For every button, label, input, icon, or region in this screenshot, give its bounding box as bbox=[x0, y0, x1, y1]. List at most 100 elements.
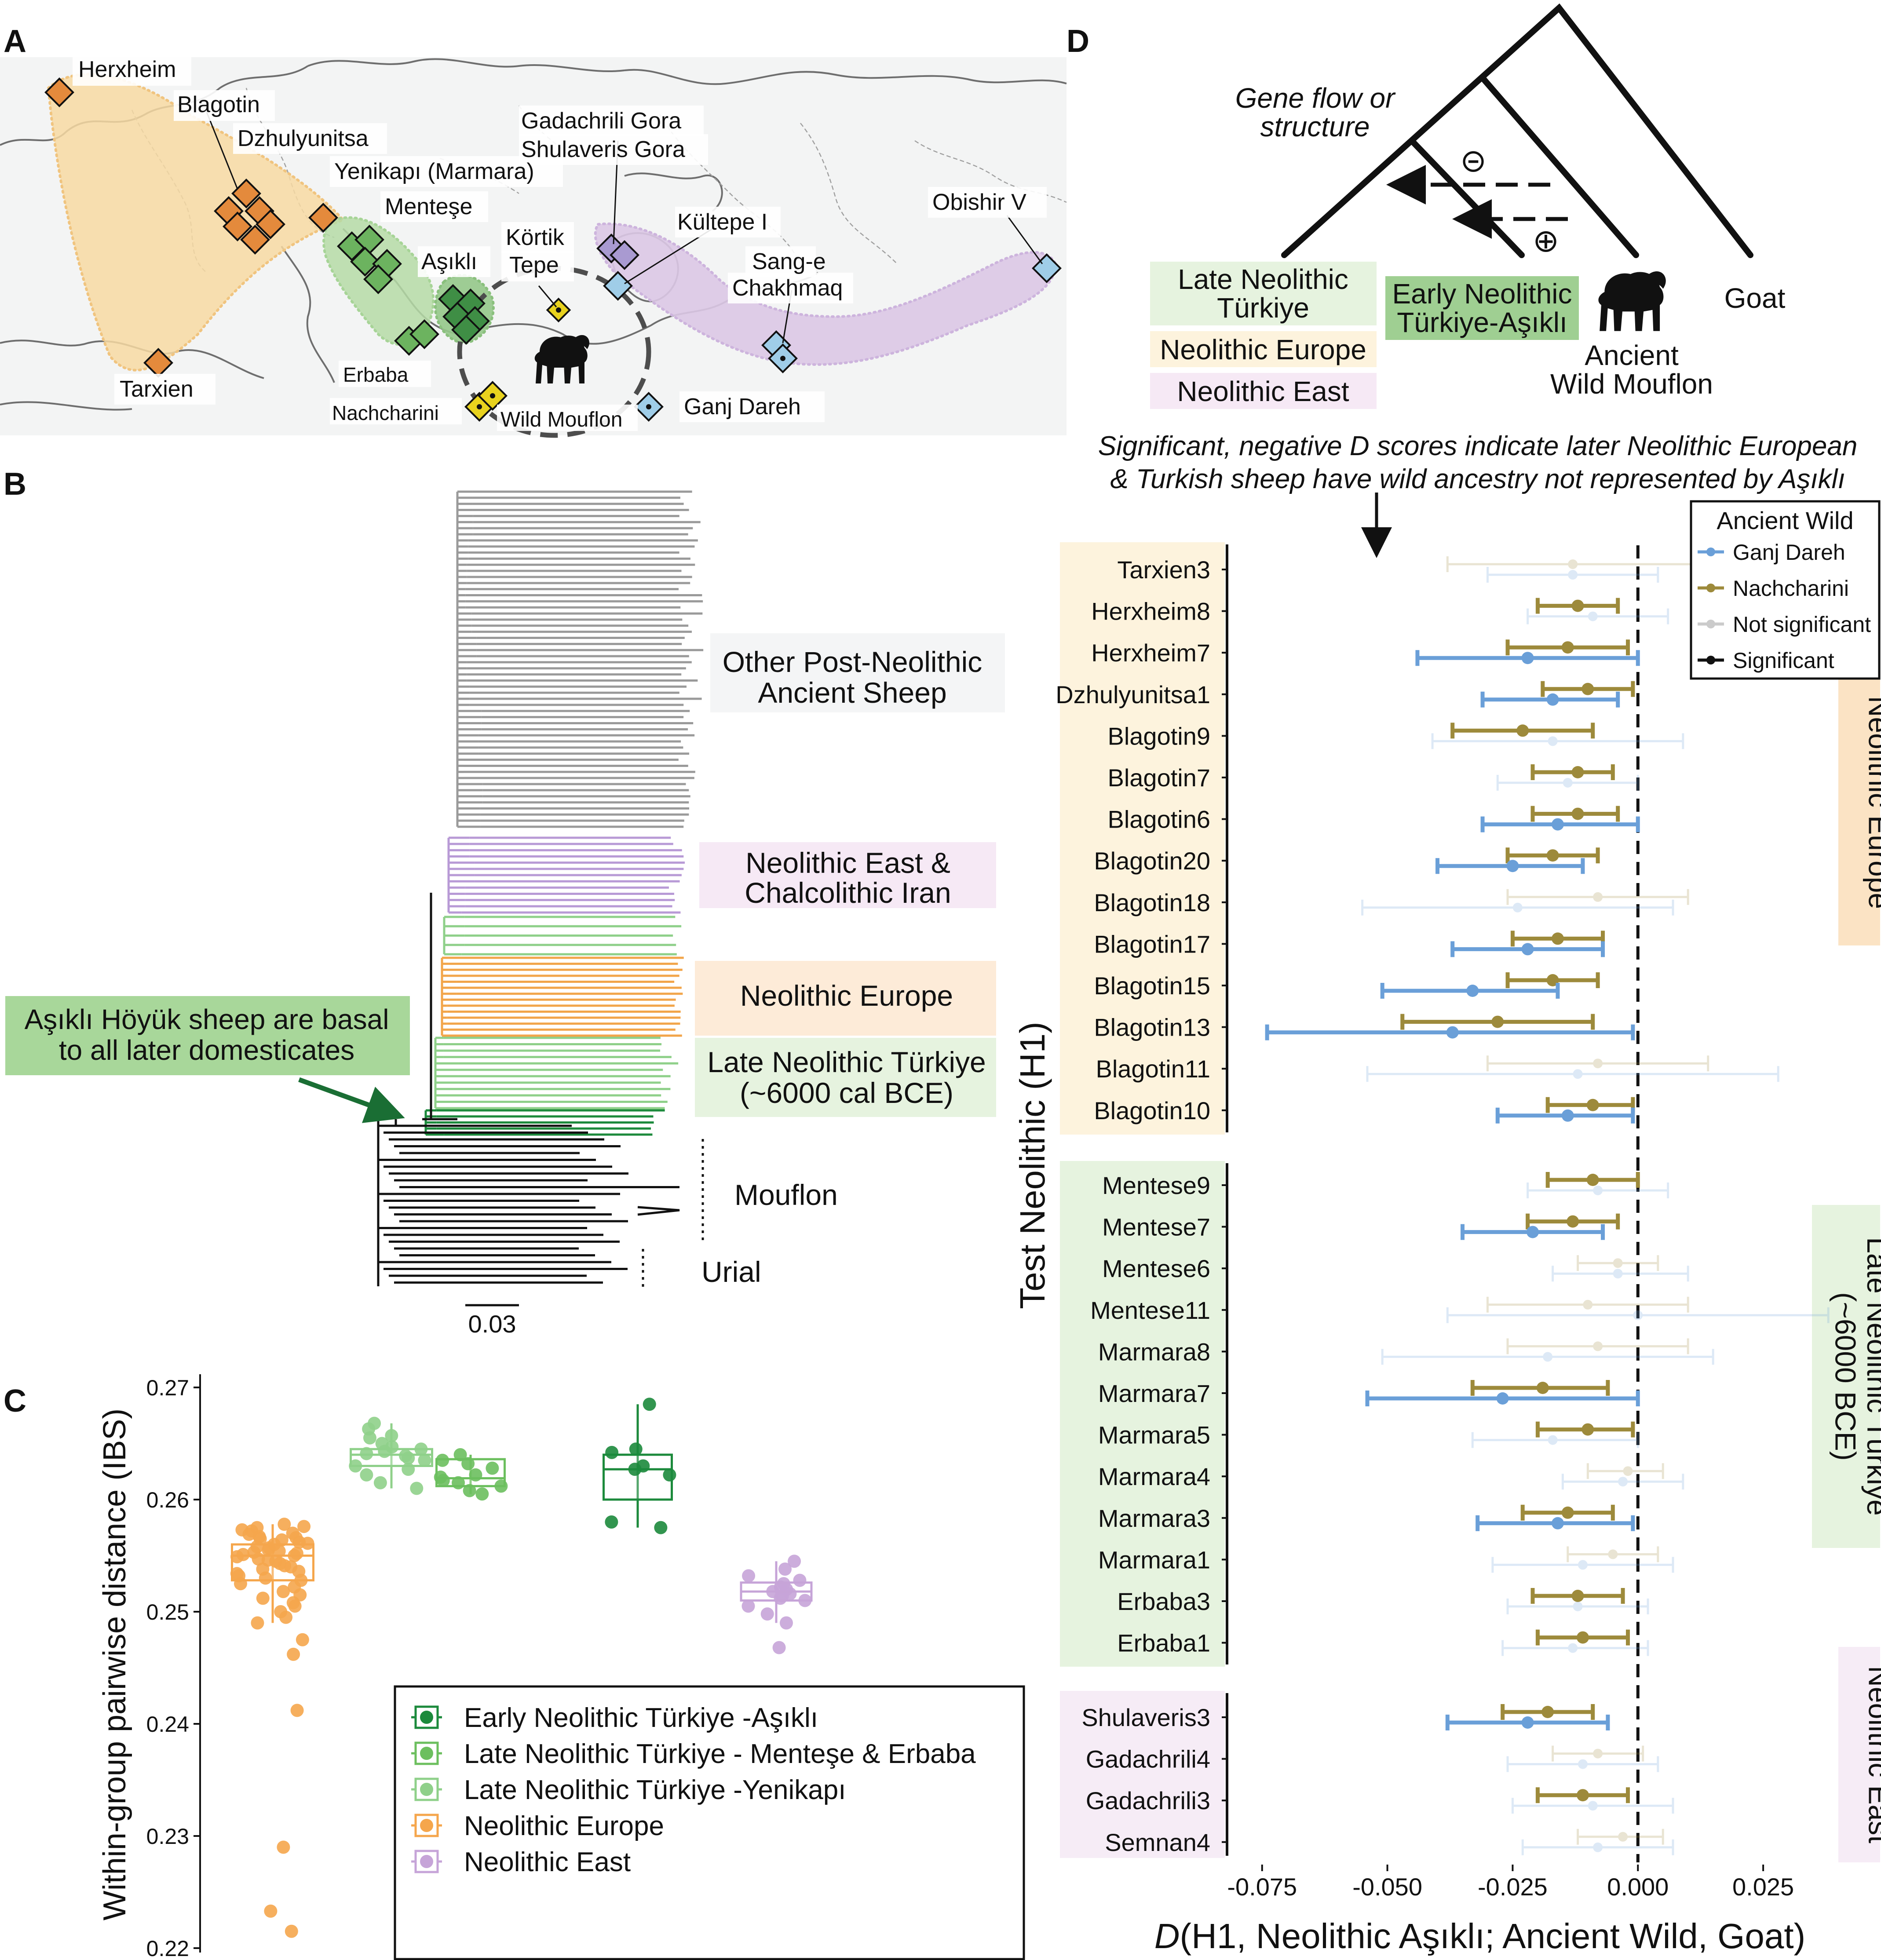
d-estimate bbox=[1501, 1704, 1595, 1720]
clade-label: Urial bbox=[701, 1256, 761, 1288]
d-estimate bbox=[1545, 1097, 1635, 1113]
tree-branches bbox=[377, 490, 704, 1286]
box-point bbox=[360, 1447, 373, 1460]
d-point bbox=[1568, 1643, 1578, 1653]
d-point bbox=[1527, 1226, 1539, 1238]
callout-arrow bbox=[298, 1077, 405, 1123]
c-legend-swatch bbox=[420, 1819, 433, 1832]
box-point bbox=[297, 1520, 311, 1533]
d-point bbox=[1546, 849, 1559, 862]
site-marker bbox=[223, 212, 252, 241]
d-point bbox=[1588, 1801, 1598, 1811]
d-point bbox=[1593, 1748, 1603, 1759]
box-point bbox=[629, 1442, 643, 1456]
box-point bbox=[290, 1704, 304, 1717]
tree-clade-labels: Other Post-Neolithic Ancient Sheep Neoli… bbox=[701, 646, 986, 1288]
d-legend-label: Not significant bbox=[1733, 612, 1871, 637]
d-point bbox=[1573, 1069, 1583, 1079]
d-note: Significant, negative D scores indicate … bbox=[1098, 431, 1858, 461]
d-point bbox=[1613, 1258, 1623, 1268]
site-marker bbox=[256, 209, 285, 239]
d-y-axis-label: Test Neolithic (H1) bbox=[1013, 1022, 1052, 1309]
box-point bbox=[234, 1577, 247, 1591]
map-label: Nachcharini bbox=[332, 401, 439, 424]
d-point bbox=[1551, 932, 1564, 945]
map-label: Chakhmaq bbox=[732, 275, 843, 301]
group-label: Neolithic East bbox=[1863, 1666, 1881, 1843]
d-point bbox=[1586, 1099, 1599, 1111]
d-point bbox=[1593, 1186, 1603, 1195]
map-label: Aşıklı bbox=[421, 249, 477, 274]
site-marker bbox=[610, 240, 639, 270]
d-point bbox=[1623, 1466, 1633, 1476]
box-point bbox=[663, 1468, 676, 1482]
d-point bbox=[1506, 860, 1519, 872]
box-point bbox=[436, 1474, 450, 1487]
d-row-label: Erbaba1 bbox=[1117, 1629, 1210, 1657]
box-point bbox=[278, 1518, 291, 1531]
box-point bbox=[259, 1571, 272, 1585]
d-estimate bbox=[1521, 1839, 1674, 1855]
schematic-label: Goat bbox=[1724, 282, 1786, 314]
d-estimate bbox=[1510, 931, 1605, 947]
d-estimate bbox=[1541, 681, 1635, 697]
panel-c-boxplot: 0.270.260.250.240.230.22 Within-group pa… bbox=[97, 1374, 1025, 1960]
d-row-label: Blagotin11 bbox=[1096, 1055, 1210, 1083]
d-point bbox=[1576, 1631, 1589, 1644]
d-row-label: Blagotin13 bbox=[1094, 1014, 1210, 1041]
map-label: Blagotin bbox=[177, 92, 260, 117]
d-row-label: Herxheim8 bbox=[1091, 598, 1210, 625]
clade-label: Chalcolithic Iran bbox=[745, 876, 951, 909]
panel-d-schematic: ⊝ ⊕ Gene flow or structure Late Neolithi… bbox=[1098, 3, 1858, 558]
markers-late-turkiye bbox=[337, 225, 439, 356]
d-row-label: Mentese7 bbox=[1102, 1213, 1210, 1241]
d-estimate bbox=[1431, 733, 1684, 749]
box-point bbox=[463, 1484, 476, 1497]
box-point bbox=[605, 1445, 619, 1459]
group-label: Neolithic Europe bbox=[1863, 696, 1881, 909]
c-y-tick-label: 0.23 bbox=[146, 1824, 189, 1849]
species-tree bbox=[1281, 3, 1753, 258]
d-estimate bbox=[1552, 1266, 1689, 1282]
c-y-tick-label: 0.24 bbox=[146, 1712, 189, 1737]
site-marker bbox=[44, 77, 74, 107]
box-early-turkiye bbox=[1385, 276, 1579, 340]
d-point bbox=[1576, 1789, 1589, 1802]
d-estimate bbox=[1535, 598, 1620, 614]
box-point bbox=[778, 1562, 792, 1576]
d-point bbox=[1536, 1382, 1549, 1394]
d-point bbox=[1561, 641, 1574, 654]
box-point bbox=[779, 1616, 793, 1630]
clade-label: Other Post-Neolithic bbox=[723, 646, 983, 678]
box-point bbox=[272, 1544, 286, 1558]
map-label: Herxheim bbox=[78, 57, 176, 82]
d-estimate bbox=[1505, 972, 1600, 988]
panel-label-c: C bbox=[4, 1383, 26, 1419]
c-legend-label: Neolithic East bbox=[464, 1847, 631, 1877]
c-legend-swatch bbox=[420, 1783, 433, 1796]
d-estimate bbox=[1530, 806, 1620, 822]
c-y-tick-label: 0.22 bbox=[146, 1936, 189, 1960]
d-point bbox=[1571, 599, 1584, 612]
d-point bbox=[1633, 1310, 1643, 1320]
d-point bbox=[1541, 1706, 1554, 1718]
d-estimate bbox=[1527, 608, 1669, 624]
d-point bbox=[1548, 736, 1558, 746]
d-legend-swatch-dot bbox=[1706, 656, 1715, 664]
d-estimate bbox=[1450, 941, 1605, 957]
d-estimate bbox=[1446, 556, 1699, 572]
c-legend-swatch bbox=[420, 1855, 433, 1868]
d-point bbox=[1582, 1423, 1594, 1436]
d-estimate bbox=[1476, 1515, 1635, 1531]
box-point bbox=[256, 1591, 270, 1605]
group-label-box bbox=[1838, 1647, 1880, 1862]
box-point bbox=[252, 1552, 265, 1566]
d-point bbox=[1543, 1352, 1553, 1362]
d-point bbox=[1608, 1549, 1618, 1559]
d-estimate bbox=[1530, 1588, 1625, 1604]
schematic-label: Türkiye-Aşıklı bbox=[1397, 307, 1567, 338]
d-point bbox=[1551, 818, 1564, 831]
d-point bbox=[1578, 1560, 1588, 1570]
box-point bbox=[741, 1599, 755, 1613]
